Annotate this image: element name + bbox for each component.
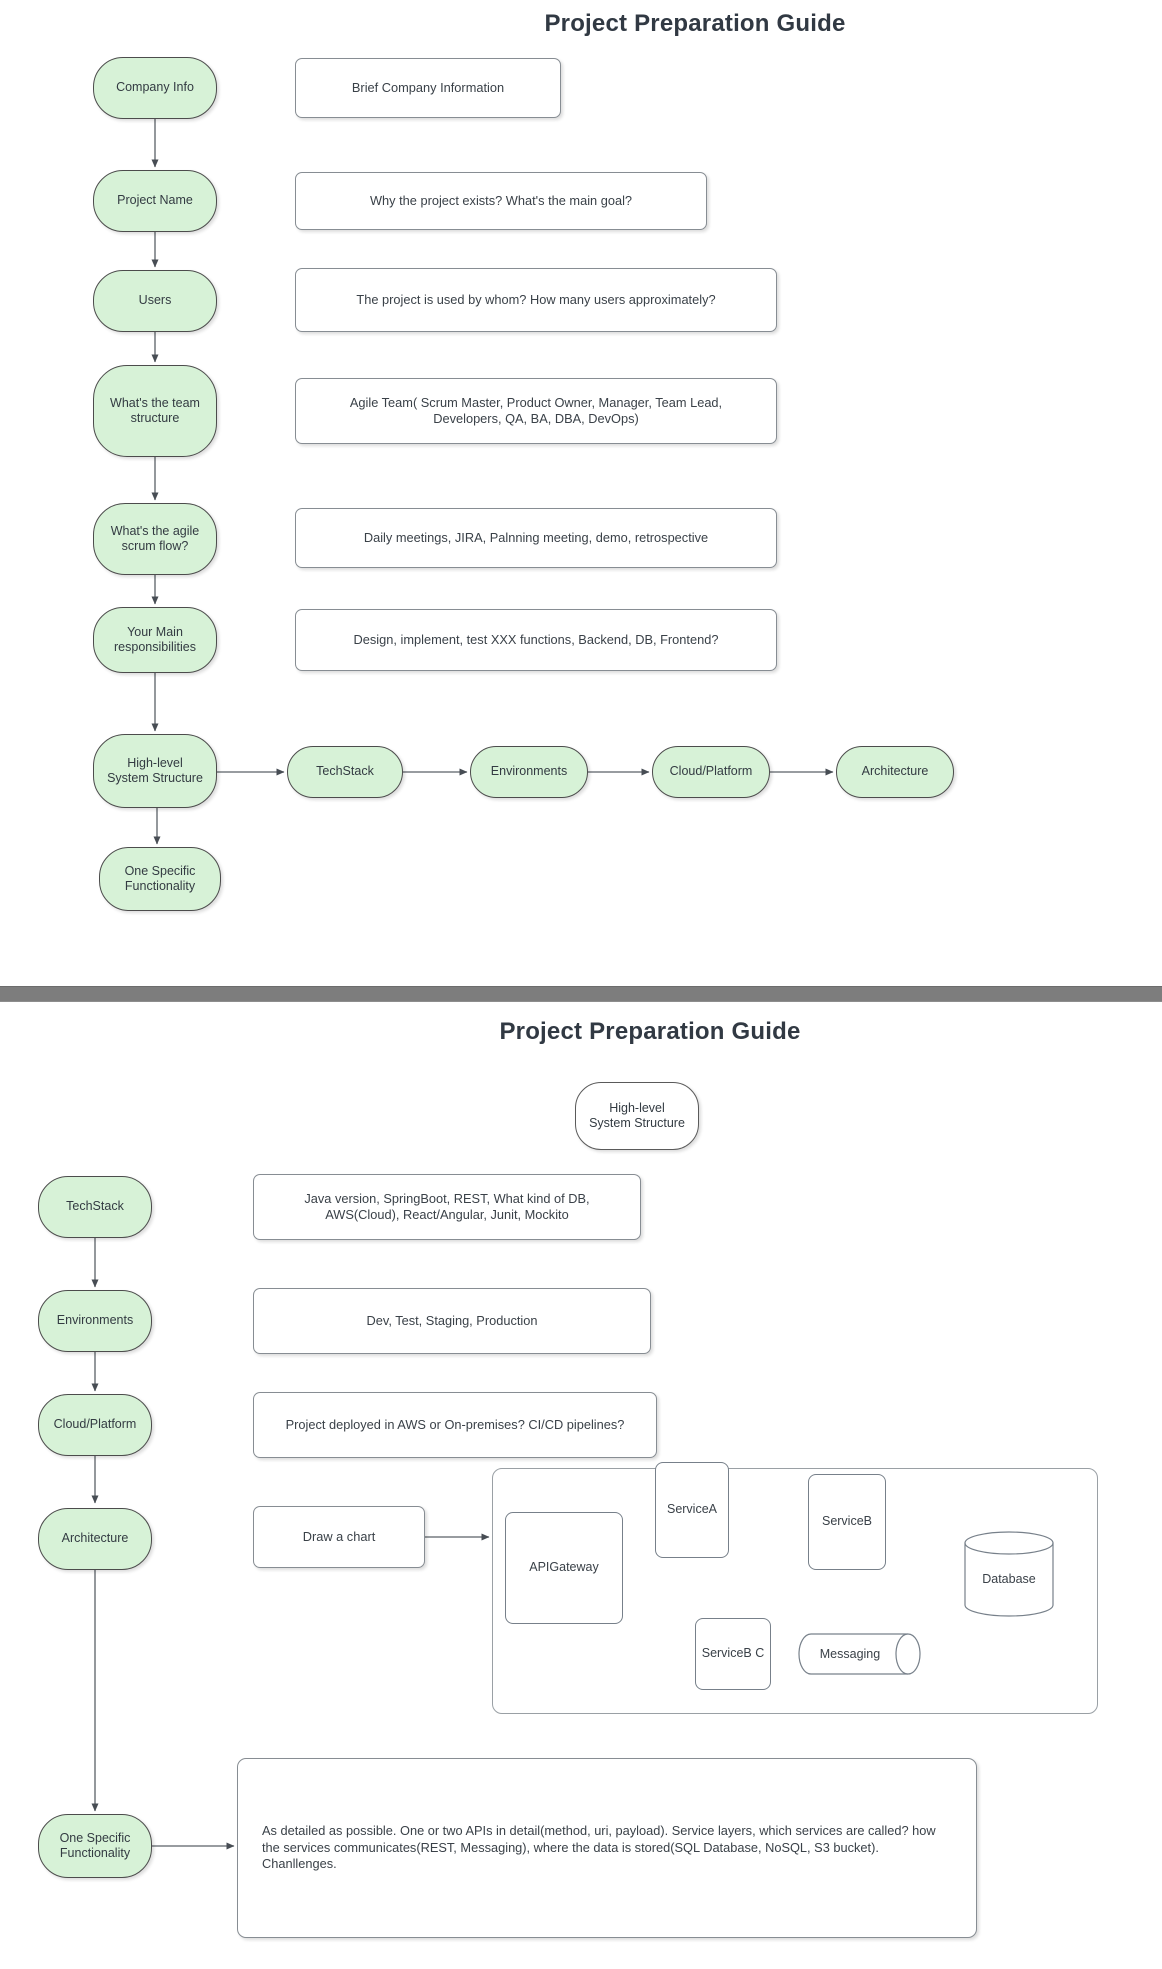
node-team-structure: What's the team structure	[93, 365, 217, 457]
note-one-specific-detail: As detailed as possible. One or two APIs…	[237, 1758, 977, 1938]
database-label: Database	[982, 1572, 1036, 1586]
page1-title: Project Preparation Guide	[544, 10, 846, 37]
shape-database: Database	[963, 1530, 1055, 1618]
note-agile-scrum-flow: Daily meetings, JIRA, Palnning meeting, …	[295, 508, 777, 568]
note-cloud-platform: Project deployed in AWS or On-premises? …	[253, 1392, 657, 1458]
node-high-level-structure-p2: High-level System Structure	[575, 1082, 699, 1150]
shape-service-a: ServiceA	[655, 1462, 729, 1558]
shape-service-bc: ServiceB C	[695, 1618, 771, 1690]
node-one-specific-functionality-p2: One Specific Functionality	[38, 1814, 152, 1878]
note-main-responsibilities: Design, implement, test XXX functions, B…	[295, 609, 777, 671]
node-users: Users	[93, 270, 217, 332]
node-techstack-p2: TechStack	[38, 1176, 152, 1238]
node-main-responsibilities: Your Main responsibilities	[93, 607, 217, 673]
chain-node-architecture: Architecture	[836, 746, 954, 798]
messaging-cylinder-icon	[798, 1633, 921, 1675]
node-company-info: Company Info	[93, 57, 217, 119]
chain-node-cloud-platform: Cloud/Platform	[652, 746, 770, 798]
note-environments: Dev, Test, Staging, Production	[253, 1288, 651, 1354]
chain-node-techstack: TechStack	[287, 746, 403, 798]
shape-service-b: ServiceB	[808, 1474, 886, 1570]
page2-title: Project Preparation Guide	[499, 1018, 801, 1045]
database-cylinder-icon	[964, 1531, 1054, 1617]
note-project-goal: Why the project exists? What's the main …	[295, 172, 707, 230]
node-high-level-structure: High-level System Structure	[93, 734, 217, 808]
note-users: The project is used by whom? How many us…	[295, 268, 777, 332]
node-project-name: Project Name	[93, 170, 217, 232]
node-environments-p2: Environments	[38, 1290, 152, 1352]
note-techstack: Java version, SpringBoot, REST, What kin…	[253, 1174, 641, 1240]
note-team-structure: Agile Team( Scrum Master, Product Owner,…	[295, 378, 777, 444]
shape-api-gateway: APIGateway	[505, 1512, 623, 1624]
messaging-label: Messaging	[819, 1647, 881, 1661]
page-divider	[0, 986, 1162, 1002]
node-one-specific-functionality: One Specific Functionality	[99, 847, 221, 911]
note-company-info: Brief Company Information	[295, 58, 561, 118]
node-architecture-p2: Architecture	[38, 1508, 152, 1570]
chain-node-environments: Environments	[470, 746, 588, 798]
note-draw-a-chart: Draw a chart	[253, 1506, 425, 1568]
shape-messaging: Messaging	[798, 1633, 922, 1675]
node-agile-scrum-flow: What's the agile scrum flow?	[93, 503, 217, 575]
node-cloud-platform-p2: Cloud/Platform	[38, 1394, 152, 1456]
